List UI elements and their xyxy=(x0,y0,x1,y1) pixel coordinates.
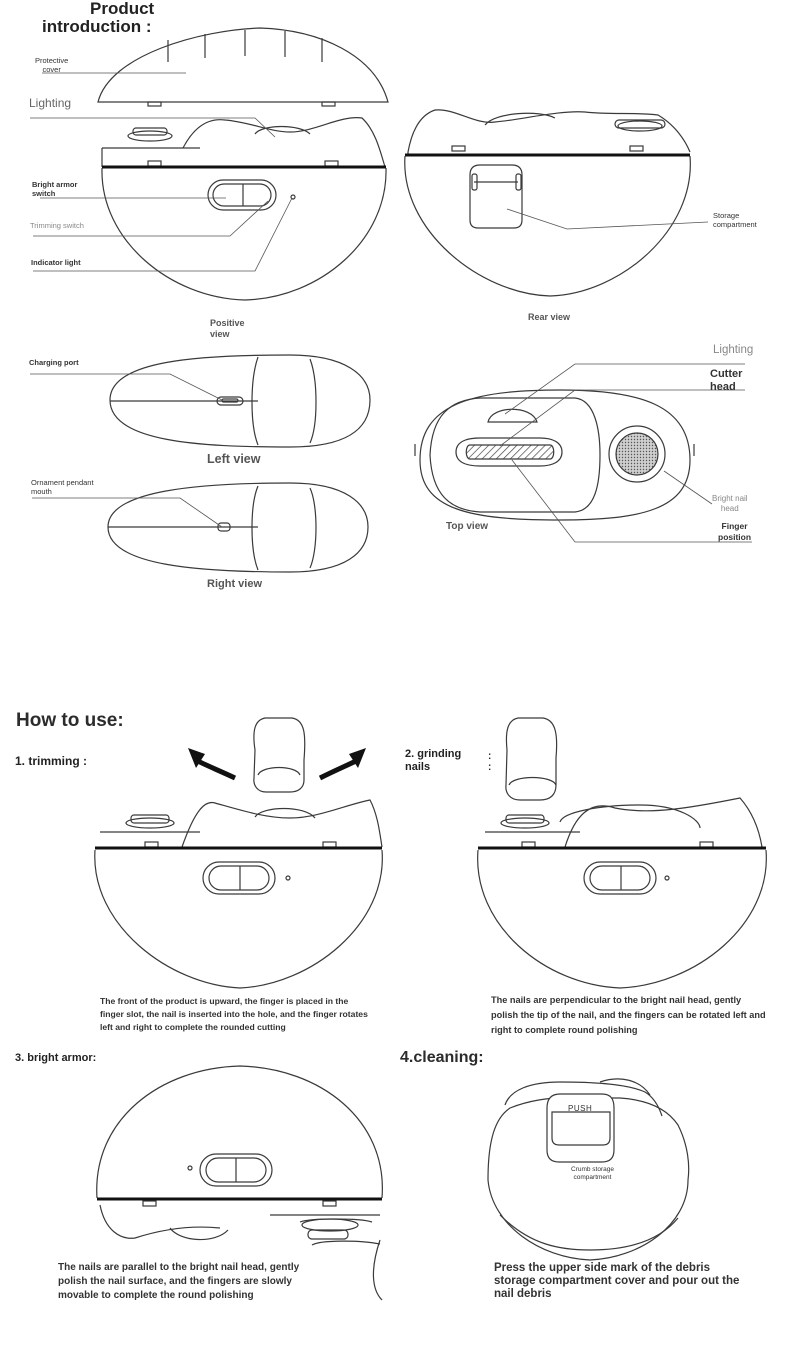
top-view-drawing xyxy=(414,389,695,521)
step4-title: 4.cleaning: xyxy=(400,1049,484,1066)
label-indicator-light: Indicator light xyxy=(31,258,81,267)
product-title-line2: introduction : xyxy=(42,17,152,36)
step1-title: 1. trimming : xyxy=(15,754,88,768)
step4-description: Press the upper side mark of the debris … xyxy=(494,1262,740,1300)
product-title-line1: Product xyxy=(90,0,155,18)
protective-cover-drawing xyxy=(97,27,389,107)
step1-description: The front of the product is upward, the … xyxy=(100,996,368,1032)
step3-title: 3. bright armor: xyxy=(15,1052,97,1064)
leader-lines xyxy=(30,72,752,543)
rear-view-drawing xyxy=(404,109,691,297)
right-view-drawing xyxy=(107,482,369,573)
step4-drawing xyxy=(487,1078,690,1261)
how-to-use-heading: How to use: xyxy=(16,710,124,731)
step2-colon: : xyxy=(488,751,492,762)
positive-view-drawing xyxy=(101,117,387,301)
rotate-arrow-heads xyxy=(188,748,366,768)
step1-drawing xyxy=(94,717,383,989)
label-left-view: Left view xyxy=(207,452,261,466)
label-right-view: Right view xyxy=(207,578,263,590)
step2-colon-2: : xyxy=(488,762,492,773)
label-charging-port: Charging port xyxy=(29,358,79,367)
step3-drawing xyxy=(96,1065,383,1301)
label-trimming-switch: Trimming switch xyxy=(30,221,84,230)
step3-description: The nails are parallel to the bright nai… xyxy=(58,1262,300,1301)
label-lighting-right: Lighting xyxy=(713,344,754,356)
step2-drawing xyxy=(477,717,767,989)
left-view-drawing xyxy=(109,354,371,448)
label-rear-view: Rear view xyxy=(528,312,571,322)
label-top-view: Top view xyxy=(446,521,489,532)
label-lighting-top: Lighting xyxy=(29,96,72,110)
push-label: PUSH xyxy=(568,1104,593,1113)
step2-description: The nails are perpendicular to the brigh… xyxy=(491,995,766,1035)
